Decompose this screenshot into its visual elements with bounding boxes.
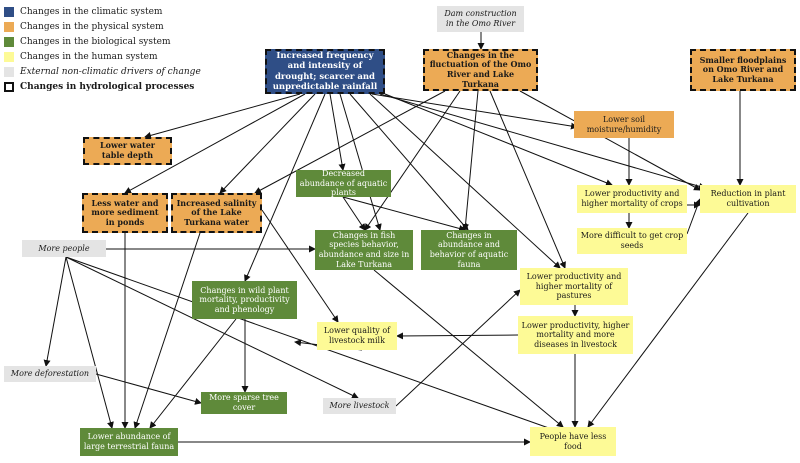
arrow-23 — [342, 196, 366, 231]
arrows-layer — [43, 32, 749, 446]
legend-item-climatic: Changes in the climatic system — [4, 4, 201, 19]
legend-label: Changes in the human system — [20, 51, 158, 62]
node-drought: Increased frequency and intensity of dro… — [265, 49, 385, 94]
arrow-37 — [396, 332, 519, 340]
arrow-35 — [373, 269, 564, 428]
arrow-10 — [384, 93, 613, 187]
arrow-21 — [686, 198, 702, 235]
arrow-34 — [149, 318, 237, 429]
legend: Changes in the climatic system Changes i… — [4, 4, 201, 94]
arrow-32 — [261, 209, 339, 323]
legend-swatch — [4, 51, 14, 62]
node-crops: Lower productivity and higher mortality … — [577, 185, 687, 213]
arrow-4 — [329, 93, 346, 171]
arrow-16 — [519, 90, 701, 191]
arrow-31 — [133, 232, 201, 429]
node-water-table: Lower water table depth — [83, 137, 172, 165]
node-fluctuation: Changes in the fluctuation of the Omo Ri… — [423, 49, 538, 91]
legend-label: Changes in the climatic system — [20, 6, 163, 17]
node-more-people: More people — [22, 240, 106, 257]
arrow-14 — [462, 90, 479, 231]
legend-item-hydrological: Changes in hydrological processes — [4, 79, 201, 94]
legend-item-human: Changes in the human system — [4, 49, 201, 64]
node-salinity: Increased salinity of the Lake Turkana w… — [171, 193, 262, 233]
node-less-water-ponds: Less water and more sediment in ponds — [82, 193, 168, 233]
arrow-12 — [254, 90, 446, 194]
legend-label: External non-climatic drivers of change — [20, 66, 201, 77]
arrow-40 — [395, 289, 521, 407]
node-wild-plant: Changes in wild plant mortality, product… — [192, 281, 297, 319]
legend-label: Changes in the physical system — [20, 21, 164, 32]
arrow-39 — [95, 373, 202, 405]
node-soil-moisture: Lower soil moisture/humidity — [574, 111, 674, 138]
node-plant-cultivation: Reduction in plant cultivation — [700, 185, 796, 213]
legend-swatch — [4, 21, 14, 32]
arrow-5 — [244, 93, 326, 282]
arrow-13 — [364, 90, 461, 231]
node-milk: Lower quality of livestock milk — [317, 322, 397, 350]
arrow-8 — [371, 93, 578, 130]
node-floodplains: Smaller floodplains on Omo River and Lak… — [690, 49, 796, 91]
arrow-26 — [65, 256, 114, 429]
node-aquatic-plants: Decreased abundance of aquatic plants — [296, 169, 391, 197]
node-terrestrial-fauna: Lower abundance of large terrestrial fau… — [80, 428, 178, 456]
arrow-11 — [369, 93, 561, 269]
legend-swatch — [4, 66, 14, 77]
arrow-24 — [342, 196, 466, 232]
arrow-1 — [144, 93, 301, 139]
arrow-28 — [65, 256, 359, 399]
node-fish: Changes in fish species behavior, abunda… — [315, 230, 413, 270]
node-more-livestock: More livestock — [323, 398, 396, 414]
node-tree-cover: More sparse tree cover — [201, 392, 287, 414]
legend-item-physical: Changes in the physical system — [4, 19, 201, 34]
node-crop-seeds: More difficult to get crop seeds — [577, 228, 687, 254]
legend-label: Changes in hydrological processes — [20, 81, 195, 92]
arrow-7 — [349, 93, 469, 231]
arrow-2 — [124, 93, 306, 194]
legend-swatch — [4, 6, 14, 17]
legend-item-biological: Changes in the biological system — [4, 34, 201, 49]
legend-swatch — [4, 81, 14, 92]
node-deforestation: More deforestation — [4, 366, 96, 382]
legend-label: Changes in the biological system — [20, 36, 171, 47]
node-dam: Dam construction in the Omo River — [437, 6, 524, 32]
node-less-food: People have less food — [530, 427, 616, 456]
arrow-3 — [219, 93, 316, 194]
node-pastures: Lower productivity and higher mortality … — [520, 268, 628, 305]
arrow-15 — [489, 90, 566, 269]
legend-item-external: External non-climatic drivers of change — [4, 64, 201, 79]
arrow-27 — [43, 256, 67, 367]
arrow-6 — [339, 93, 382, 231]
arrow-9 — [379, 93, 706, 190]
arrow-22 — [587, 212, 749, 428]
legend-swatch — [4, 36, 14, 47]
node-livestock-disease: Lower productivity, higher mortality and… — [518, 316, 633, 354]
node-aquatic-fauna: Changes in abundance and behavior of aqu… — [421, 230, 517, 270]
